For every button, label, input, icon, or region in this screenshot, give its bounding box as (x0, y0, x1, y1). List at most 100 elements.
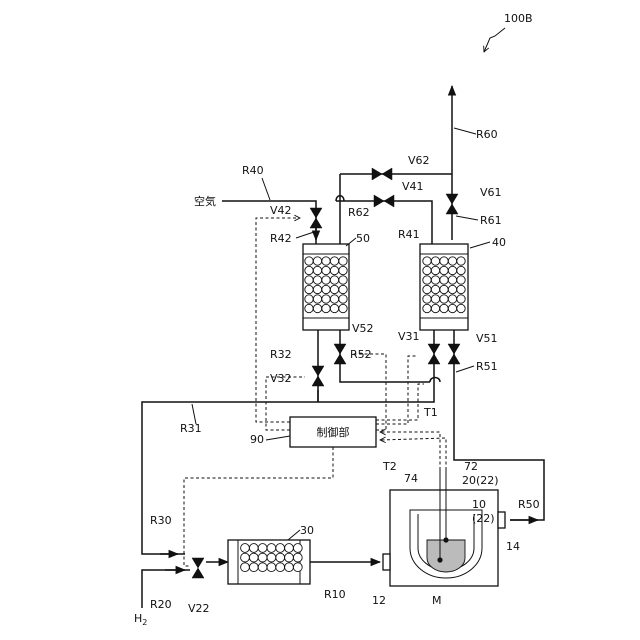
leader-r61 (456, 216, 478, 220)
adsorbent-pellet (258, 544, 267, 553)
label-r40: R40 (242, 164, 264, 177)
leader-r60 (454, 128, 476, 134)
label-v32: V32 (270, 372, 292, 385)
label-12: 12 (372, 594, 386, 607)
adsorbent-pellet (313, 266, 321, 274)
reactor-vessel (383, 470, 505, 586)
adsorbent-pellet (241, 544, 250, 553)
controller-90[interactable]: 制御部 (290, 417, 376, 447)
figure-label: 100B (504, 12, 533, 25)
adsorbent-pellet (339, 295, 347, 303)
adsorbent-pellet (285, 563, 294, 572)
adsorbent-pellet (285, 544, 294, 553)
adsorbent-pellet (267, 553, 276, 562)
adsorbent-pellet (431, 276, 439, 284)
adsorbent-pellet (423, 295, 431, 303)
valve-v41[interactable] (374, 195, 394, 207)
valve-v61[interactable] (446, 194, 458, 214)
leader-r42 (296, 232, 314, 238)
label-r42: R42 (270, 232, 292, 245)
adsorbent-pellet (322, 266, 330, 274)
label-r50: R50 (518, 498, 540, 511)
adsorbent-pellet (330, 276, 338, 284)
label-v51: V51 (476, 332, 498, 345)
adsorbent-pellet (330, 295, 338, 303)
adsorbent-pellet (322, 295, 330, 303)
label-v61: V61 (480, 186, 502, 199)
label-r61: R61 (480, 214, 502, 227)
adsorbent-pellet (249, 563, 258, 572)
adsorbent-pellet (457, 295, 465, 303)
adsorbent-pellet (457, 257, 465, 265)
adsorbent-pellet (322, 285, 330, 293)
adsorbent-pellet (322, 257, 330, 265)
adsorbent-pellet (339, 304, 347, 312)
valve-v22[interactable] (192, 558, 204, 578)
adsorbent-pellet (448, 304, 456, 312)
label-v22: V22 (188, 602, 210, 615)
adsorbent-pellet (431, 257, 439, 265)
pipe-r40 (222, 201, 316, 245)
adsorbent-pellet (423, 276, 431, 284)
adsorption-column-40 (420, 244, 468, 330)
label-r41: R41 (398, 228, 420, 241)
storage-tank-30 (228, 540, 310, 584)
label-22: (22) (472, 512, 495, 525)
label-air: 空気 (194, 194, 216, 208)
adsorbent-pellet (249, 553, 258, 562)
leader-40 (470, 242, 490, 248)
label-90: 90 (250, 433, 264, 446)
valve-v51[interactable] (448, 344, 460, 364)
adsorbent-pellet (457, 285, 465, 293)
label-r31: R31 (180, 422, 202, 435)
valve-v42[interactable] (310, 208, 322, 228)
adsorbent-pellet (431, 266, 439, 274)
signal-to-v31 (376, 356, 418, 424)
valve-v32[interactable] (312, 366, 324, 386)
adsorbent-pellet (305, 276, 313, 284)
label-72: 72 (464, 460, 478, 473)
adsorbent-pellet (322, 304, 330, 312)
adsorbent-pellet (440, 257, 448, 265)
adsorbent-pellet (440, 304, 448, 312)
adsorbent-pellet (330, 304, 338, 312)
label-r51: R51 (476, 360, 498, 373)
label-r30: R30 (150, 514, 172, 527)
adsorbent-pellet (440, 285, 448, 293)
label-40: 40 (492, 236, 506, 249)
valve-v62[interactable] (372, 168, 392, 180)
adsorbent-pellet (305, 285, 313, 293)
adsorbent-pellet (339, 266, 347, 274)
label-t1: T1 (423, 406, 438, 419)
adsorbent-pellet (339, 276, 347, 284)
leader-90 (266, 436, 290, 440)
pipe-r52-hop (430, 378, 440, 383)
adsorbent-pellet (431, 285, 439, 293)
adsorbent-pellet (423, 257, 431, 265)
adsorbent-pellet (293, 553, 302, 562)
adsorbent-pellet (322, 276, 330, 284)
label-r52: R52 (350, 348, 372, 361)
adsorbent-pellet (423, 304, 431, 312)
controller-label: 制御部 (317, 425, 350, 439)
adsorbent-pellet (276, 553, 285, 562)
adsorption-column-50 (303, 244, 349, 330)
adsorbent-pellet (339, 257, 347, 265)
adsorbent-pellet (305, 266, 313, 274)
label-v62: V62 (408, 154, 430, 167)
valve-v52[interactable] (334, 344, 346, 364)
adsorbent-pellet (440, 266, 448, 274)
adsorbent-pellet (431, 304, 439, 312)
adsorbent-pellet (448, 285, 456, 293)
adsorbent-pellet (305, 257, 313, 265)
label-50: 50 (356, 232, 370, 245)
leader-50 (346, 238, 356, 246)
adsorbent-pellet (293, 544, 302, 553)
label-10: 10 (472, 498, 486, 511)
adsorbent-pellet (258, 563, 267, 572)
valve-v31[interactable] (428, 344, 440, 364)
adsorbent-pellet (423, 285, 431, 293)
adsorbent-pellet (423, 266, 431, 274)
adsorbent-pellet (440, 295, 448, 303)
adsorbent-pellet (440, 276, 448, 284)
